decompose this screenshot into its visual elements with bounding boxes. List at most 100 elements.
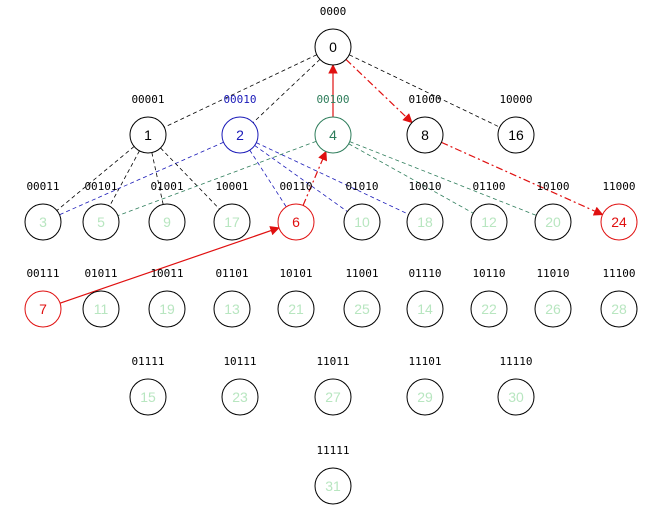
bit-label-1: 00001 [131, 93, 164, 106]
node-29: 29 [406, 378, 444, 416]
node-circle [129, 116, 167, 154]
node-value: 31 [325, 478, 341, 494]
node-28: 28 [600, 290, 638, 328]
node-circle [406, 203, 444, 241]
node-circle [221, 378, 259, 416]
node-circle [314, 28, 352, 66]
edges-layer [56, 54, 604, 304]
node-value: 19 [159, 301, 175, 317]
node-value: 28 [611, 301, 627, 317]
edge-0-16 [349, 54, 500, 128]
node-31: 31 [314, 467, 352, 505]
edge-7-6 [59, 226, 280, 304]
edge-1-3 [56, 146, 135, 211]
node-5: 5 [82, 203, 120, 241]
edge-4-5 [117, 140, 317, 217]
node-value: 14 [417, 301, 433, 317]
node-value: 3 [39, 214, 47, 230]
node-value: 16 [508, 127, 524, 143]
node-circle [82, 290, 120, 328]
node-value: 8 [421, 127, 429, 143]
node-value: 23 [232, 389, 248, 405]
node-value: 26 [545, 301, 561, 317]
edge-1-9 [151, 152, 164, 205]
bit-label-8: 01000 [408, 93, 441, 106]
node-12: 12 [470, 203, 508, 241]
node-value: 25 [354, 301, 370, 317]
node-24: 24 [600, 203, 638, 241]
node-2: 2 [221, 116, 259, 154]
edge-6-4 [302, 150, 327, 206]
node-value: 4 [329, 127, 337, 143]
bit-label-3: 00011 [26, 180, 59, 193]
node-26: 26 [534, 290, 572, 328]
node-circle [600, 290, 638, 328]
node-23: 23 [221, 378, 259, 416]
node-value: 0 [329, 39, 337, 55]
bit-label-31: 11111 [316, 444, 349, 457]
bit-label-22: 10110 [472, 267, 505, 280]
bit-label-10: 01010 [345, 180, 378, 193]
node-6: 6 [277, 203, 315, 241]
node-10: 10 [343, 203, 381, 241]
bit-label-19: 10011 [150, 267, 183, 280]
bit-label-27: 11011 [316, 355, 349, 368]
node-circle [314, 378, 352, 416]
edge-8-24 [441, 141, 604, 216]
node-value: 2 [236, 127, 244, 143]
bit-label-15: 01111 [131, 355, 164, 368]
node-value: 7 [39, 301, 47, 317]
bit-label-18: 10010 [408, 180, 441, 193]
bit-label-11: 01011 [84, 267, 117, 280]
node-circle [213, 203, 251, 241]
node-circle [343, 290, 381, 328]
node-30: 30 [497, 378, 535, 416]
bit-label-13: 01101 [215, 267, 248, 280]
node-circle [148, 203, 186, 241]
edge-4-20 [349, 141, 537, 216]
node-circle [497, 116, 535, 154]
node-21: 21 [277, 290, 315, 328]
node-3: 3 [24, 203, 62, 241]
node-circle [277, 290, 315, 328]
node-circle [534, 203, 572, 241]
bit-label-16: 10000 [499, 93, 532, 106]
node-value: 1 [144, 127, 152, 143]
node-value: 6 [292, 214, 300, 230]
node-value: 21 [288, 301, 304, 317]
node-value: 24 [611, 214, 627, 230]
bit-label-30: 11110 [499, 355, 532, 368]
edge-4-12 [348, 143, 474, 214]
node-value: 29 [417, 389, 433, 405]
node-value: 22 [481, 301, 497, 317]
bit-label-0: 0000 [320, 5, 347, 18]
node-value: 5 [97, 214, 105, 230]
node-circle [148, 290, 186, 328]
node-4: 4 [314, 116, 352, 154]
bit-label-14: 01110 [408, 267, 441, 280]
bit-label-4: 00100 [316, 93, 349, 106]
bit-label-9: 01001 [150, 180, 183, 193]
bit-label-25: 11001 [345, 267, 378, 280]
node-circle [24, 203, 62, 241]
node-circle [129, 378, 167, 416]
bit-label-29: 11101 [408, 355, 441, 368]
node-value: 10 [354, 214, 370, 230]
bit-label-6: 00110 [279, 180, 312, 193]
bit-label-12: 01100 [472, 180, 505, 193]
node-25: 25 [343, 290, 381, 328]
node-circle [600, 203, 638, 241]
bit-label-20: 10100 [536, 180, 569, 193]
edge-2-3 [59, 141, 224, 216]
node-27: 27 [314, 378, 352, 416]
node-circle [221, 116, 259, 154]
edge-0-2 [252, 59, 321, 123]
node-value: 17 [224, 214, 240, 230]
node-circle [213, 290, 251, 328]
node-value: 12 [481, 214, 497, 230]
node-circle [406, 378, 444, 416]
node-circle [470, 290, 508, 328]
